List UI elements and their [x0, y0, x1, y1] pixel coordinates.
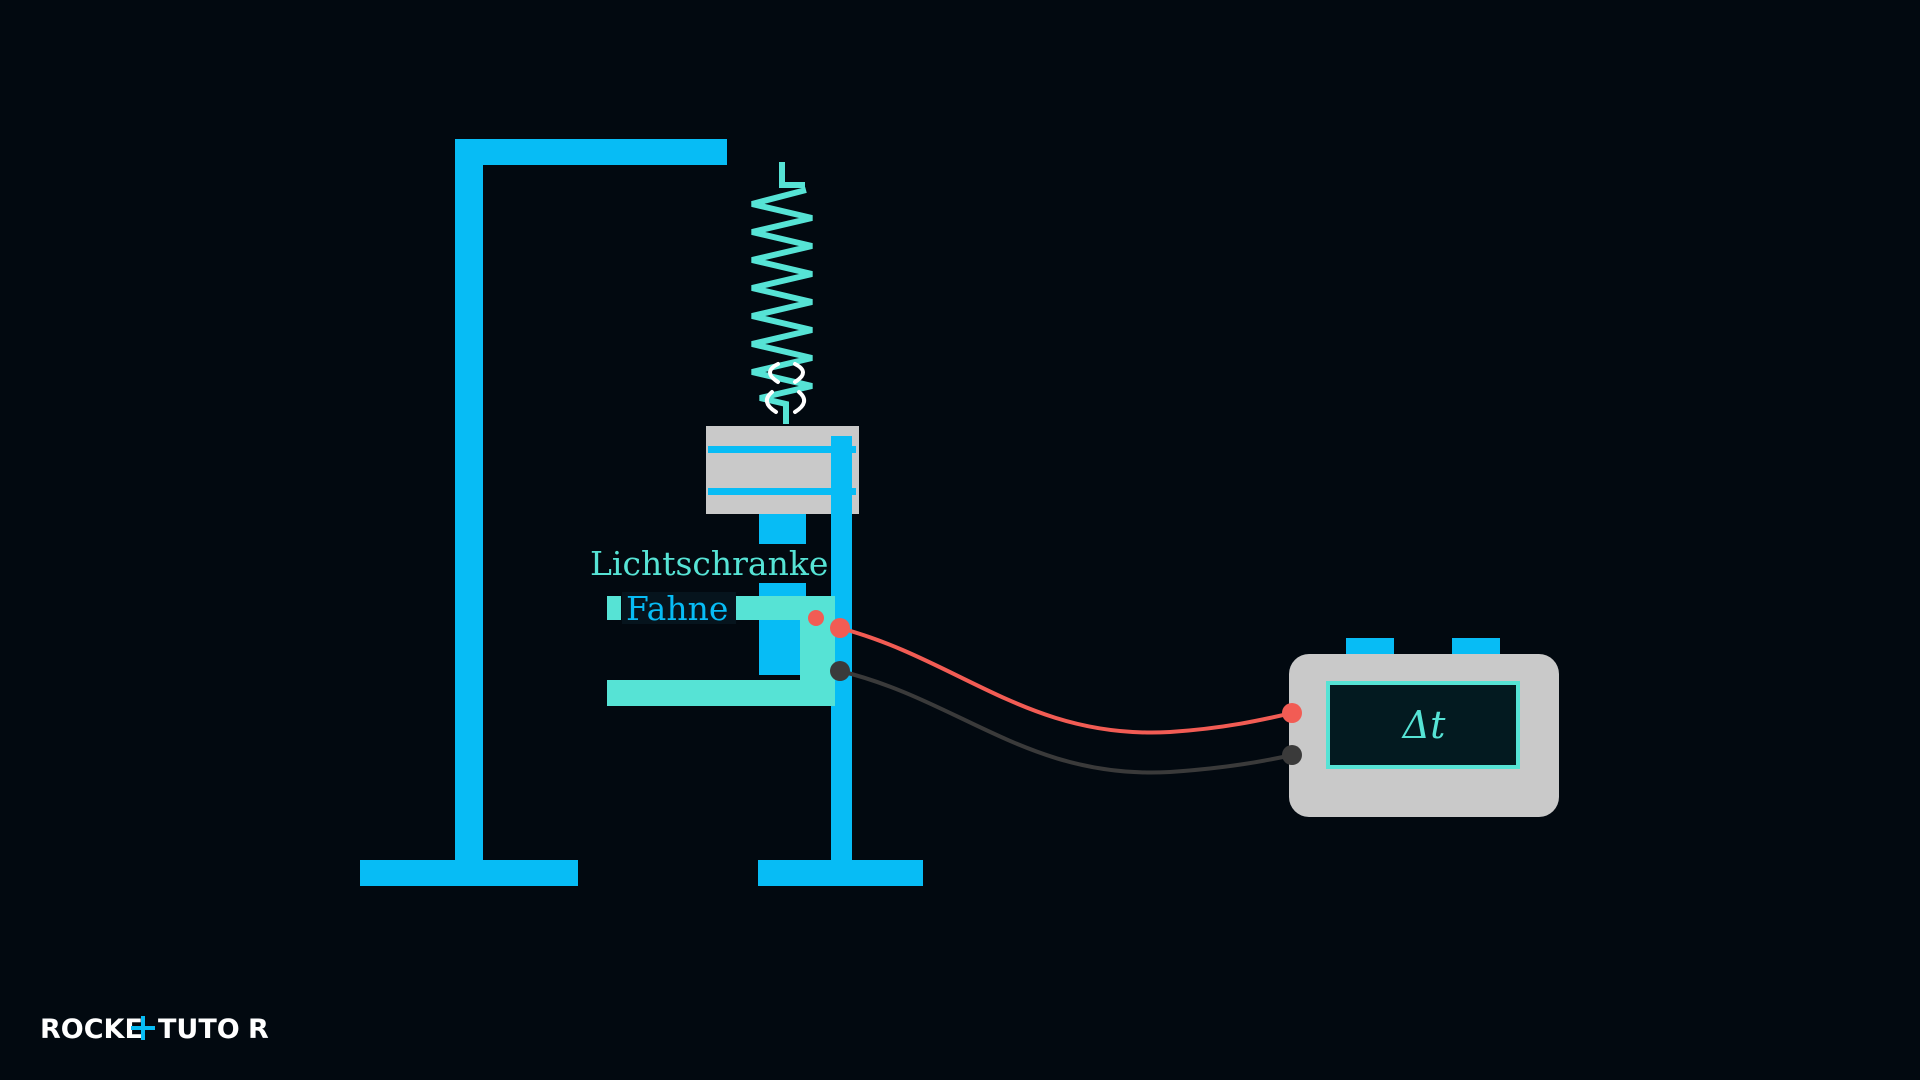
left-stand-pole	[455, 139, 483, 874]
right-stand-base	[758, 860, 923, 886]
timer-screen	[1326, 681, 1520, 769]
timer-button-left	[1346, 638, 1394, 658]
gate-connector-black	[830, 661, 850, 681]
oscillation-arcs-icon	[764, 362, 807, 414]
spring-top-hook	[779, 162, 805, 188]
right-stand	[758, 436, 923, 886]
timer-display-text: Δt	[1401, 703, 1446, 747]
spring	[751, 162, 813, 424]
right-stand-pole	[831, 436, 852, 876]
left-stand-top-arm	[455, 139, 727, 165]
left-stand	[360, 139, 727, 886]
logo-text-left: ROCKE	[40, 1014, 143, 1045]
wire-black	[839, 669, 1293, 775]
gate-connector-red	[830, 618, 850, 638]
mass-block-stripe-bottom	[708, 488, 856, 495]
timer-connector-red	[1282, 703, 1302, 723]
mass-block-stripe-top	[708, 446, 856, 453]
plus-icon	[131, 1016, 155, 1040]
flag-label-background	[622, 592, 736, 624]
logo-text-right: TUTO	[158, 1014, 240, 1045]
timer-button-right	[1452, 638, 1500, 658]
light-barrier-label: Lichtschranke	[590, 544, 828, 583]
light-barrier-lower-arm	[607, 680, 835, 706]
spring-coil	[751, 187, 813, 424]
wire-red	[839, 626, 1293, 735]
left-stand-base	[360, 860, 578, 886]
logo: ROCKE TUTO R	[40, 1014, 269, 1045]
flag-label: Fahne	[626, 589, 728, 628]
logo-text-end: R	[248, 1014, 269, 1045]
timer-device: Δt	[1282, 638, 1559, 817]
gate-connector-small	[808, 610, 824, 626]
flag-marker	[607, 596, 621, 620]
flag-rod	[759, 514, 806, 675]
timer-connector-black	[1282, 745, 1302, 765]
